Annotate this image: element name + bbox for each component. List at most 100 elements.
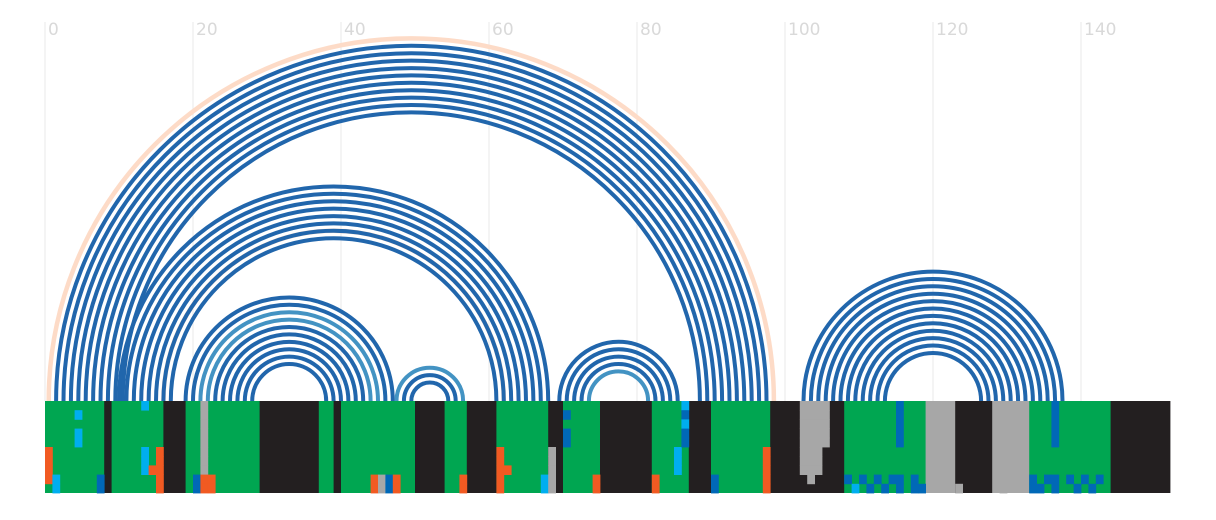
arc-5-9 — [868, 336, 998, 402]
arc-highlight-0 — [46, 36, 777, 402]
track-mark-65 — [674, 447, 682, 457]
track-segment-23 — [992, 401, 1030, 493]
track-mark-70 — [681, 419, 690, 429]
track-segment-22 — [955, 401, 993, 493]
track-mark-95 — [851, 483, 860, 494]
track-mark-90 — [896, 410, 904, 420]
arc-2-5 — [220, 332, 358, 402]
track-mark-10 — [96, 483, 105, 494]
track-mark-7 — [52, 474, 61, 485]
track-mark-73 — [711, 474, 719, 485]
track-mark-81 — [799, 410, 830, 420]
track-mark-108 — [1051, 401, 1060, 411]
arc-2-3 — [205, 317, 373, 402]
track-mark-8 — [52, 483, 61, 494]
arc-2-8 — [242, 354, 336, 402]
track-mark-89 — [896, 401, 904, 411]
track-mark-66 — [674, 456, 682, 466]
track-segment-2 — [111, 401, 164, 493]
track-mark-112 — [1051, 437, 1060, 448]
track-mark-19 — [156, 474, 164, 485]
track-segment-12 — [496, 401, 549, 493]
track-mark-69 — [681, 410, 690, 420]
track-mark-101 — [896, 474, 904, 485]
track-mark-117 — [1051, 483, 1060, 494]
track-mark-113 — [1029, 474, 1037, 485]
arc-0-7 — [105, 95, 717, 402]
track-mark-54 — [548, 456, 556, 466]
track-mark-49 — [496, 474, 505, 485]
track-mark-64 — [651, 483, 660, 494]
track-mark-53 — [548, 447, 556, 457]
track-mark-11 — [141, 401, 149, 411]
track-mark-57 — [548, 483, 556, 494]
track-mark-39 — [385, 474, 394, 485]
arc-2-0 — [183, 295, 395, 402]
arc-0-9 — [120, 110, 702, 402]
arc-0-2 — [68, 58, 754, 402]
arc-5-5 — [838, 306, 1028, 402]
arc-2-1 — [191, 302, 388, 402]
track-mark-4 — [45, 456, 53, 466]
track-mark-109 — [1051, 410, 1060, 420]
track-mark-18 — [156, 465, 164, 475]
track-mark-15 — [148, 465, 157, 475]
track-mark-48 — [503, 465, 512, 475]
track-mark-88 — [807, 474, 815, 485]
track-mark-37 — [378, 474, 386, 485]
track-mark-55 — [548, 465, 556, 475]
track-mark-105 — [918, 483, 926, 494]
arc-5-2 — [816, 284, 1050, 402]
track-mark-63 — [651, 474, 660, 485]
arc-0-5 — [91, 80, 732, 402]
track-segment-18 — [711, 401, 771, 493]
track-mark-40 — [385, 483, 394, 494]
track-mark-36 — [370, 483, 379, 494]
track-mark-51 — [540, 474, 549, 485]
track-mark-1 — [74, 428, 83, 439]
arc-2-6 — [228, 339, 351, 402]
track-mark-106 — [955, 483, 963, 494]
x-tick-label-4: 80 — [640, 20, 662, 40]
track-mark-82 — [799, 419, 830, 429]
arc-5-1 — [808, 276, 1058, 402]
arc-1-6 — [161, 228, 506, 402]
track-mark-47 — [496, 465, 505, 475]
arc-0-6 — [98, 88, 725, 402]
track-mark-27 — [200, 456, 209, 466]
track-marks — [45, 401, 1104, 494]
arc-5-3 — [823, 291, 1043, 402]
track-mark-77 — [762, 465, 771, 475]
track-mark-87 — [799, 465, 823, 475]
track-mark-22 — [200, 410, 209, 420]
track-mark-75 — [762, 447, 771, 457]
track-mark-97 — [866, 483, 875, 494]
track-mark-20 — [156, 483, 164, 494]
track-mark-2 — [74, 437, 83, 448]
track-mark-92 — [896, 428, 904, 439]
track-segment-3 — [163, 401, 187, 493]
track-mark-44 — [459, 483, 468, 494]
arc-1-1 — [124, 191, 543, 402]
track-mark-114 — [1029, 483, 1045, 494]
arc-2-7 — [235, 347, 343, 402]
track-mark-122 — [1095, 474, 1104, 485]
arc-2-4 — [213, 325, 366, 402]
track-mark-35 — [370, 474, 379, 485]
arc-3-0 — [394, 365, 466, 402]
x-tick-label-6: 120 — [936, 20, 968, 40]
track-mark-3 — [45, 447, 53, 457]
x-tick-label-0: 0 — [48, 20, 59, 40]
track-mark-115 — [1044, 474, 1052, 485]
x-tick-label-1: 20 — [196, 20, 218, 40]
track-mark-120 — [1081, 474, 1089, 485]
arc-4-3 — [579, 362, 658, 402]
track-mark-68 — [681, 401, 690, 411]
arc-5-4 — [831, 299, 1035, 402]
arc-5-0 — [801, 269, 1065, 402]
track-mark-94 — [844, 474, 852, 485]
track-segment-21 — [925, 401, 956, 493]
track-mark-24 — [200, 428, 209, 439]
